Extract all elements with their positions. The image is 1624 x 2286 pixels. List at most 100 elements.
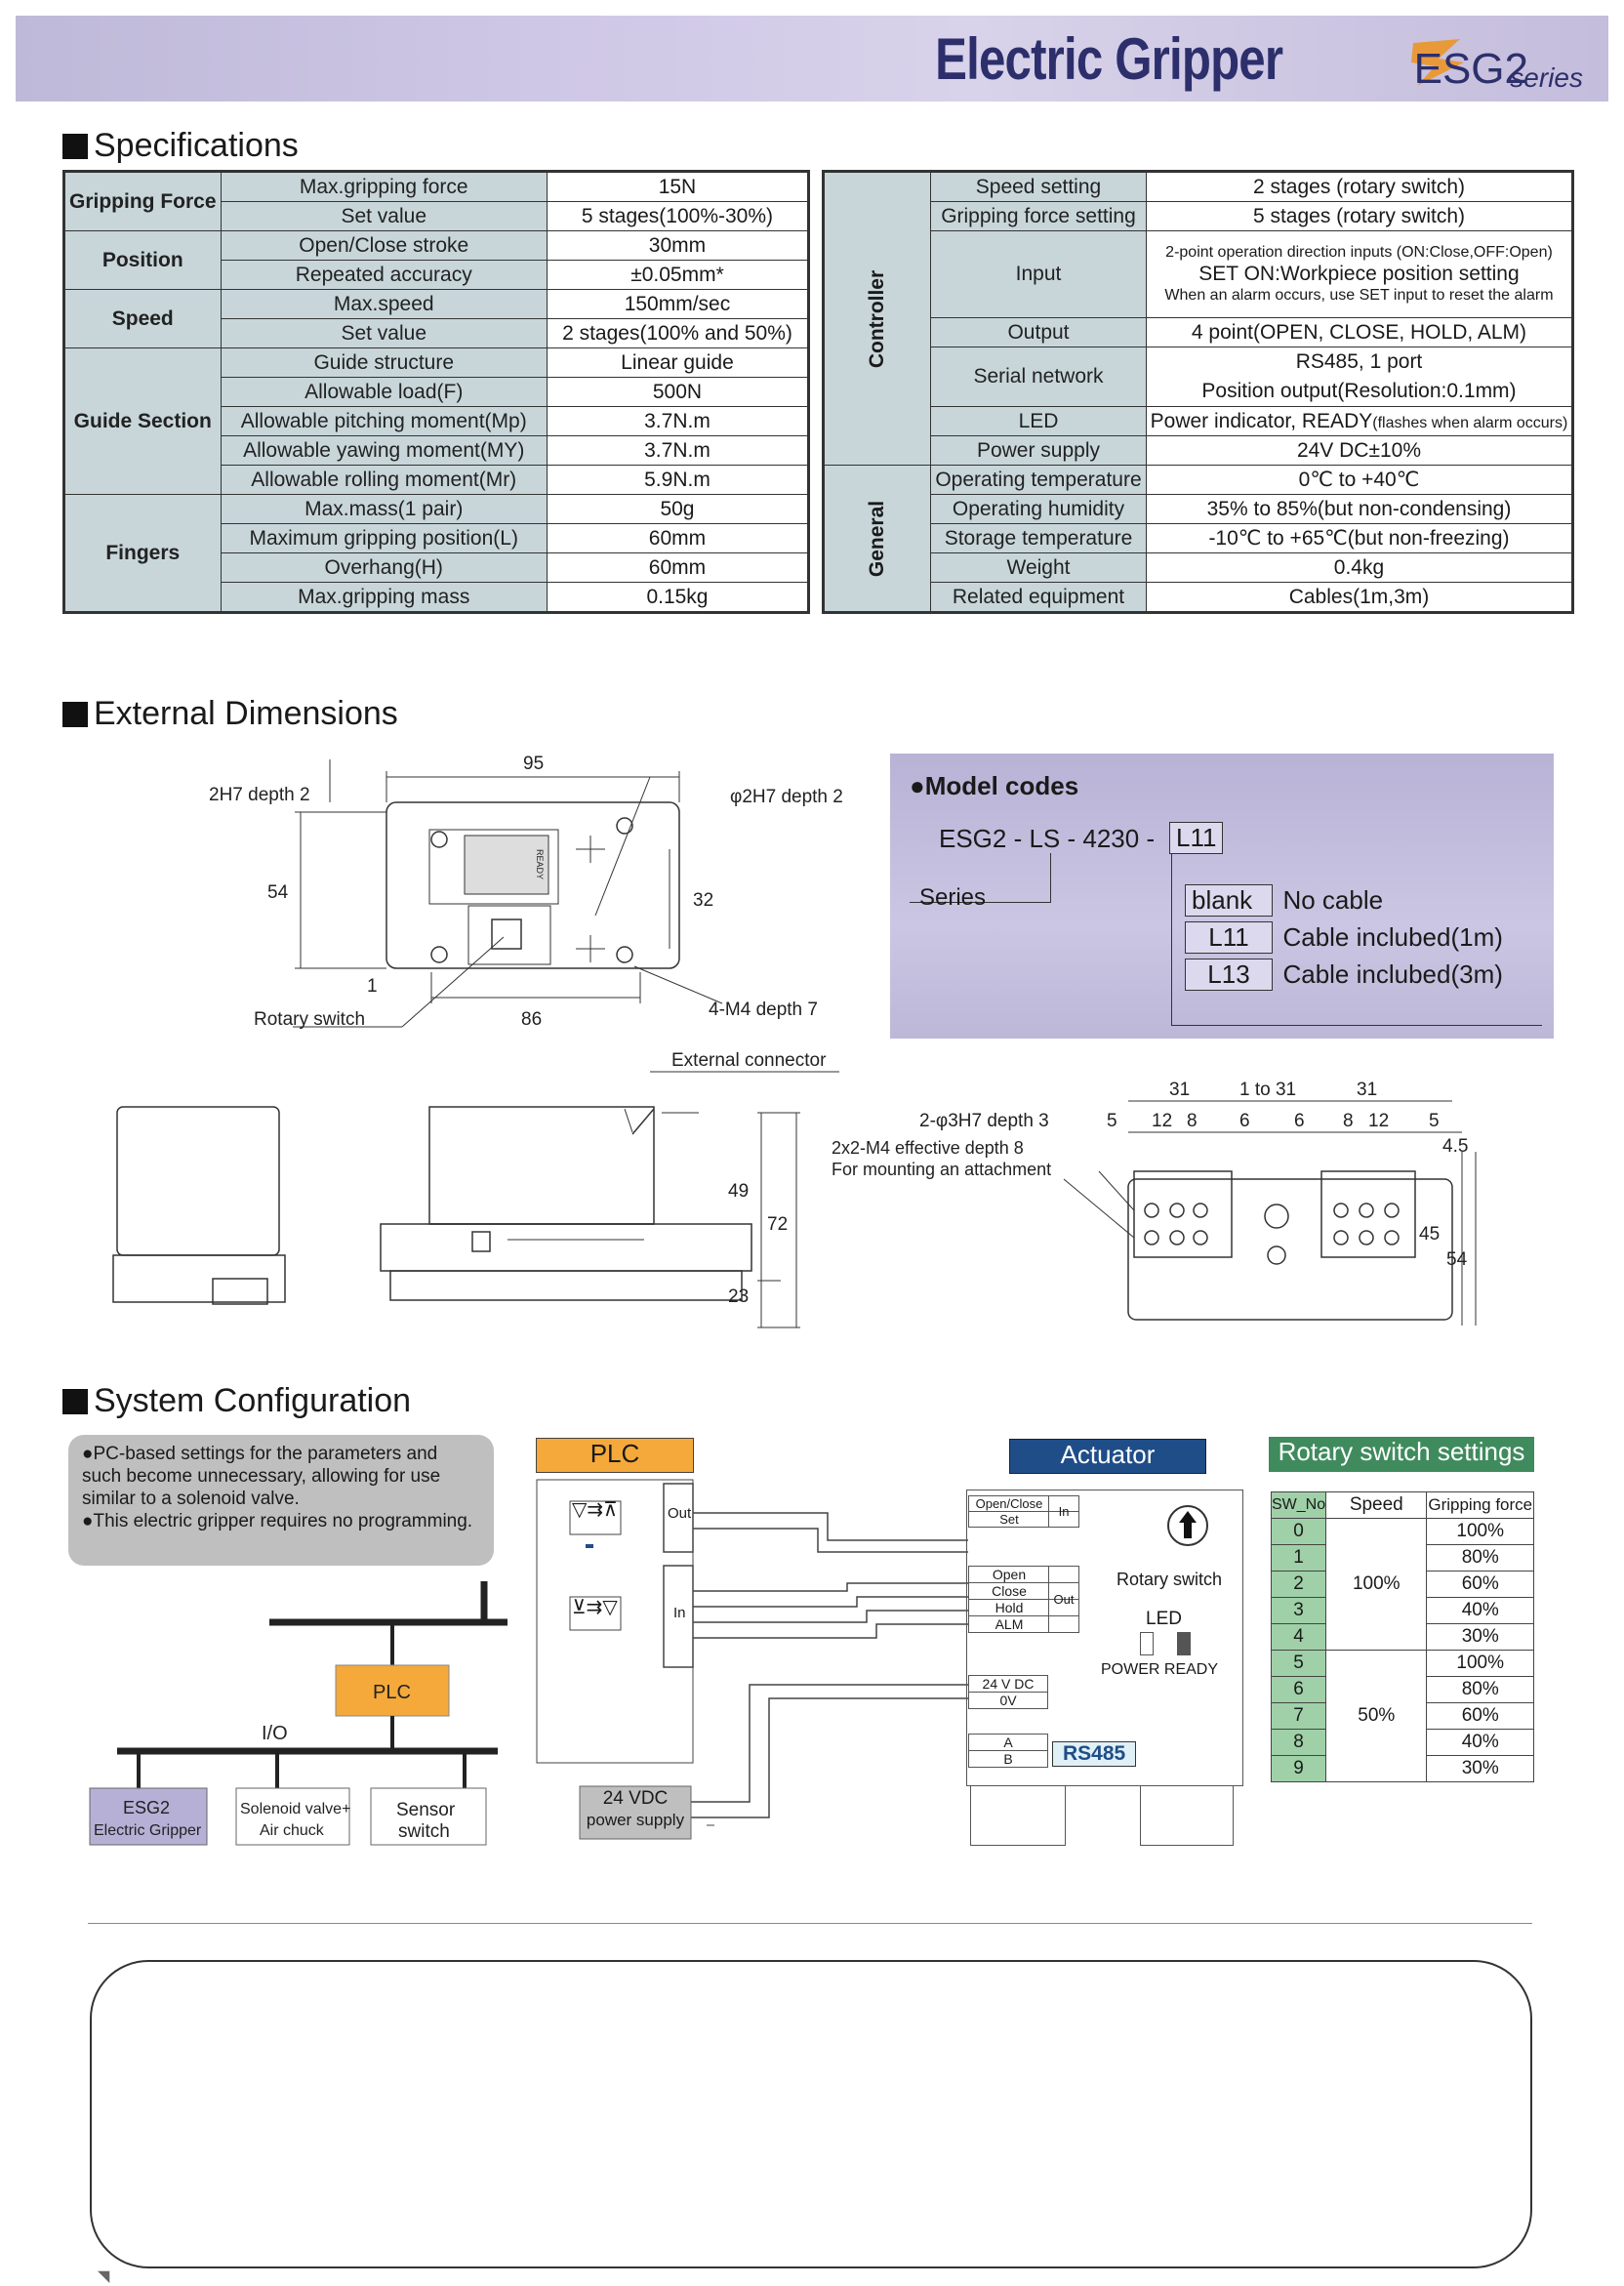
- photocoupler-out-icon: ▽⇉⊼: [572, 1499, 618, 1521]
- power-supply-label: 24 VDC power supply: [586, 1788, 685, 1829]
- spec-item: Max.mass(1 pair): [220, 494, 548, 524]
- sw-number: 9: [1270, 1755, 1327, 1782]
- side-view-drawing: External connector 49 72 23: [112, 1050, 839, 1328]
- dim-32: 32: [693, 890, 713, 911]
- sw-number: 3: [1270, 1597, 1327, 1624]
- spec-item: Overhang(H): [220, 552, 548, 583]
- contact-box: [90, 1960, 1532, 2268]
- sw-number: 5: [1270, 1650, 1327, 1677]
- corner-mark-icon: ◥: [98, 2268, 110, 2285]
- spec-value: Linear guide: [546, 347, 809, 378]
- spec-item: Set value: [220, 201, 548, 231]
- force-value: 80%: [1426, 1676, 1534, 1703]
- force-value: 30%: [1426, 1623, 1534, 1651]
- dim-31b: 31: [1357, 1080, 1377, 1100]
- dim-31a: 31: [1169, 1080, 1190, 1100]
- model-codes-panel: ●Model codes ESG2 - LS - 4230 - L11 Seri…: [890, 754, 1554, 1039]
- dim-86: 86: [521, 1009, 542, 1030]
- spec-table-right: Controller Speed setting 2 stages (rotar…: [822, 170, 1575, 614]
- label-ready: READY: [535, 849, 545, 879]
- label-rotary-switch: Rotary switch: [254, 1009, 365, 1030]
- top-view-drawing: 95 54 32 1 86 2H7 depth 2 φ2H7 depth 2 R…: [209, 754, 843, 1030]
- actuator-out-block: Open Close Hold ALM Out: [968, 1566, 1079, 1633]
- spec-value: 2 stages (rotary switch): [1145, 172, 1573, 202]
- spec-value: 500N: [546, 377, 809, 407]
- speed-value: 50%: [1325, 1650, 1428, 1782]
- rs485-badge: RS485: [1052, 1741, 1137, 1767]
- label-m4-effective: 2x2-M4 effective depth 8: [832, 1138, 1024, 1158]
- dim-1to31: 1 to 31: [1239, 1080, 1296, 1100]
- option-row: blank No cable: [1185, 884, 1383, 917]
- model-codes-title: ●Model codes: [910, 771, 1079, 800]
- dim-1: 1: [367, 976, 378, 997]
- force-value: 100%: [1426, 1518, 1534, 1545]
- label-external-connector: External connector: [671, 1050, 827, 1071]
- bus-plc-label: PLC: [373, 1682, 411, 1703]
- group-general: General: [823, 465, 932, 612]
- actuator-rs485-block: A B: [968, 1734, 1048, 1768]
- section-heading-specifications: Specifications: [62, 127, 299, 165]
- esg2-label: ESG2: [123, 1798, 170, 1817]
- label-phi2h7: φ2H7 depth 2: [730, 787, 843, 807]
- spec-item: Maximum gripping position(L): [220, 523, 548, 553]
- sw-number: 8: [1270, 1729, 1327, 1756]
- label-phi3h7: 2-φ3H7 depth 3: [919, 1111, 1049, 1131]
- force-value: 40%: [1426, 1597, 1534, 1624]
- spec-item: Repeated accuracy: [220, 260, 548, 290]
- plc-out-label: Out: [668, 1505, 692, 1522]
- switch-label: switch: [398, 1821, 450, 1842]
- actuator-box: [966, 1490, 1243, 1786]
- dim-72: 72: [767, 1214, 788, 1235]
- dim-4-5: 4.5: [1442, 1136, 1468, 1157]
- spec-item: LED: [930, 406, 1147, 436]
- dim-12a: 12: [1152, 1111, 1172, 1131]
- actuator-cable-stub: [970, 1786, 1066, 1846]
- header-title: Electric Gripper: [934, 26, 1283, 92]
- spec-item: Gripping force setting: [930, 201, 1147, 231]
- sw-number: 6: [1270, 1676, 1327, 1703]
- wiring-diagram: [536, 1479, 968, 1840]
- spec-item: Set value: [220, 318, 548, 348]
- spec-value: 5 stages (rotary switch): [1145, 201, 1573, 231]
- sw-number: 1: [1270, 1544, 1327, 1572]
- spec-value: 24V DC±10%: [1145, 435, 1573, 466]
- power-led-icon: [1140, 1632, 1154, 1655]
- force-value: 30%: [1426, 1755, 1534, 1782]
- spec-value: 5.9N.m: [546, 465, 809, 495]
- air-chuck-label: Air chuck: [260, 1822, 325, 1839]
- rotary-settings-heading: Rotary switch settings: [1269, 1437, 1534, 1472]
- spec-item: Operating humidity: [930, 494, 1147, 524]
- force-value: 40%: [1426, 1729, 1534, 1756]
- spec-value: 4 point(OPEN, CLOSE, HOLD, ALM): [1145, 317, 1573, 347]
- force-value: 60%: [1426, 1702, 1534, 1730]
- finger-view-drawing: 31 1 to 31 31 5 12 8 6 6 8 12 5 4.5 45 5…: [832, 1080, 1477, 1326]
- spec-value: 60mm: [546, 523, 809, 553]
- spec-value-led: Power indicator, READY(flashes when alar…: [1145, 406, 1573, 436]
- header-banner: [16, 16, 1608, 102]
- led-captions: POWER READY: [1101, 1661, 1219, 1678]
- dim-23: 23: [728, 1286, 749, 1307]
- group-fingers: Fingers: [64, 494, 222, 612]
- dim-45: 45: [1419, 1224, 1440, 1245]
- dim-49: 49: [728, 1181, 749, 1202]
- option-row: L11 Cable inclubed(1m): [1185, 921, 1503, 954]
- sw-number: 2: [1270, 1571, 1327, 1598]
- footer-divider: [88, 1923, 1532, 1924]
- spec-value: 150mm/sec: [546, 289, 809, 319]
- spec-value: ±0.05mm*: [546, 260, 809, 290]
- spec-item: Output: [930, 317, 1147, 347]
- section-bullet-icon: [62, 701, 88, 727]
- dim-95: 95: [523, 754, 544, 774]
- sw-number: 0: [1270, 1518, 1327, 1545]
- header-series: series: [1510, 62, 1583, 93]
- section-heading-external-dimensions: External Dimensions: [62, 695, 398, 733]
- header-model: ESG2: [1413, 45, 1528, 93]
- solenoid-label: Solenoid valve+: [240, 1801, 350, 1817]
- actuator-heading: Actuator: [1009, 1439, 1206, 1474]
- label-attachment: For mounting an attachment: [832, 1160, 1051, 1179]
- rotary-switch-icon: [1167, 1505, 1208, 1546]
- spec-item: Max.speed: [220, 289, 548, 319]
- force-value: 80%: [1426, 1544, 1534, 1572]
- spec-item: Weight: [930, 552, 1147, 583]
- group-position: Position: [64, 230, 222, 290]
